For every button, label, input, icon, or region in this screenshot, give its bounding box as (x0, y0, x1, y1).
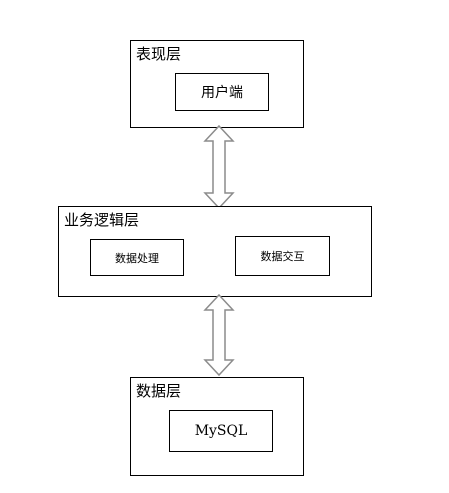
client-box: 用户端 (175, 73, 269, 111)
double-arrow-icon (203, 124, 235, 210)
business-logic-layer: 业务逻辑层 数据处理 数据交互 (58, 206, 372, 297)
client-label: 用户端 (201, 85, 243, 101)
presentation-layer: 表现层 用户端 (130, 40, 304, 128)
data-interaction-box: 数据交互 (235, 236, 330, 276)
double-arrow-shape (203, 124, 235, 210)
mysql-box: MySQL (169, 410, 273, 452)
double-arrow-shape (203, 293, 235, 377)
presentation-layer-title: 表现层 (136, 45, 182, 63)
data-layer-title: 数据层 (136, 382, 182, 400)
data-interaction-label: 数据交互 (260, 250, 305, 263)
presentation-business-arrow (203, 124, 235, 210)
business-data-arrow (203, 293, 235, 377)
data-processing-label: 数据处理 (115, 251, 159, 265)
business-logic-layer-title: 业务逻辑层 (64, 211, 140, 229)
data-layer: 数据层 MySQL (130, 377, 304, 476)
double-arrow-icon (203, 293, 235, 377)
data-processing-box: 数据处理 (90, 239, 184, 276)
mysql-label: MySQL (194, 423, 248, 439)
